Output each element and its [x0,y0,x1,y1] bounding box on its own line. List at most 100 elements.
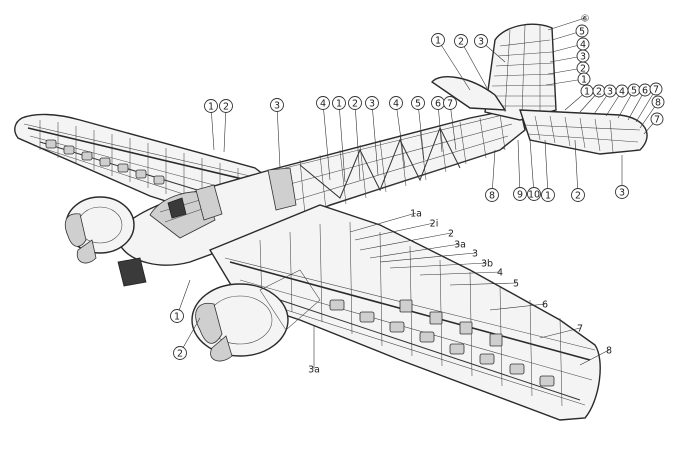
leader-line [359,232,452,251]
callout-number: 3b [481,258,493,269]
callout-number: 5 [415,98,421,109]
callout-4: ⑥ [547,13,590,31]
callout-19: 1 [204,99,218,151]
leader-line [529,139,535,195]
callout-11: 2 [579,84,606,113]
callout-number: 4 [393,98,399,109]
callout-number: 5 [579,26,585,37]
callout-circle [575,24,589,38]
callout-circle [173,346,187,360]
callout-circle [332,96,346,110]
callout-number: 8 [489,190,495,201]
callout-41: 3b [389,258,493,269]
callout-number: 2 [575,190,581,201]
callout-number: 7 [577,323,583,334]
callout-17: 8 [639,95,665,129]
callout-number: 6 [642,85,648,96]
callout-number: 7 [653,84,659,95]
callout-40: 3 [379,248,478,263]
leader-line [449,102,457,151]
callout-number: 3 [274,100,280,111]
callout-number: 3 [369,98,375,109]
callout-number: 10 [528,189,540,200]
callout-9: 1 [545,72,591,86]
callout-number: 1 [208,101,214,112]
callout-22: 4 [316,96,331,181]
callout-number: 2 [352,98,358,109]
leader-line [338,102,346,183]
callout-number: 4 [580,39,586,50]
callout-circle [541,188,555,202]
callout-number: 1a [410,208,422,219]
callout-26: 4 [389,96,406,169]
callout-36: 1a [349,208,422,233]
callout-47: 1 [170,279,191,323]
callout-23: 1 [332,96,346,183]
callout-35: 3 [615,155,629,199]
callout-43: 5 [449,278,519,289]
callout-number: 4 [320,98,326,109]
callout-number: 4 [619,86,625,97]
leader-line [437,39,471,91]
callout-number: 1 [581,74,587,85]
callout-18: 7 [643,112,664,135]
callout-number: 3 [478,36,484,47]
callout-5: 5 [551,24,589,41]
callout-circle [485,188,499,202]
callout-2: 2 [454,34,488,89]
callout-12: 3 [593,84,617,115]
callout-14: 5 [617,83,641,119]
leader-line [489,303,546,311]
callout-7: 3 [549,49,590,63]
callout-circle [270,98,284,112]
leader-line [276,104,281,169]
callout-number: 9 [517,189,523,200]
callout-circle [431,33,445,47]
callout-number: 3 [580,51,586,62]
callout-circle [316,96,330,110]
callout-circle [650,112,664,126]
callout-27: 5 [411,96,425,161]
callout-circle [348,96,362,110]
leader-line [460,40,488,89]
callout-number: 3a [308,364,320,375]
callout-circle [649,82,663,96]
callout-39: 3a [369,239,466,259]
leader-line [379,252,476,263]
callout-48: 2 [173,317,201,360]
leader-line [395,102,406,169]
fuselage [119,107,526,266]
callout-number: 1 [435,35,441,46]
callout-37: 2i [354,218,438,241]
callout-number: 6 [435,98,441,109]
callout-number: 2 [223,101,229,112]
callout-circle [365,96,379,110]
callout-number: 5 [631,85,637,96]
leader-line [371,102,379,176]
callout-8: 2 [547,61,590,75]
leader-line [369,243,461,259]
callout-number: 1 [545,190,551,201]
callout-number: 1 [174,311,180,322]
callout-number: ⑥ [581,13,590,24]
leader-line [544,139,549,196]
callout-circle [474,34,488,48]
callout-number: 8 [655,97,661,108]
callout-circle [513,187,527,201]
callout-circle [219,99,233,113]
callout-circle [527,187,541,201]
callout-13: 4 [605,84,629,117]
callout-34: 2 [571,139,585,202]
callout-circle [577,72,591,86]
callout-28: 6 [431,96,445,153]
leader-line [491,149,496,196]
callout-number: 2 [458,36,464,47]
callout-circle [615,185,629,199]
leader-line [547,17,586,31]
callout-20: 2 [219,99,233,153]
leader-line [574,139,579,196]
callout-10: 1 [564,84,594,111]
callout-circle [411,96,425,110]
